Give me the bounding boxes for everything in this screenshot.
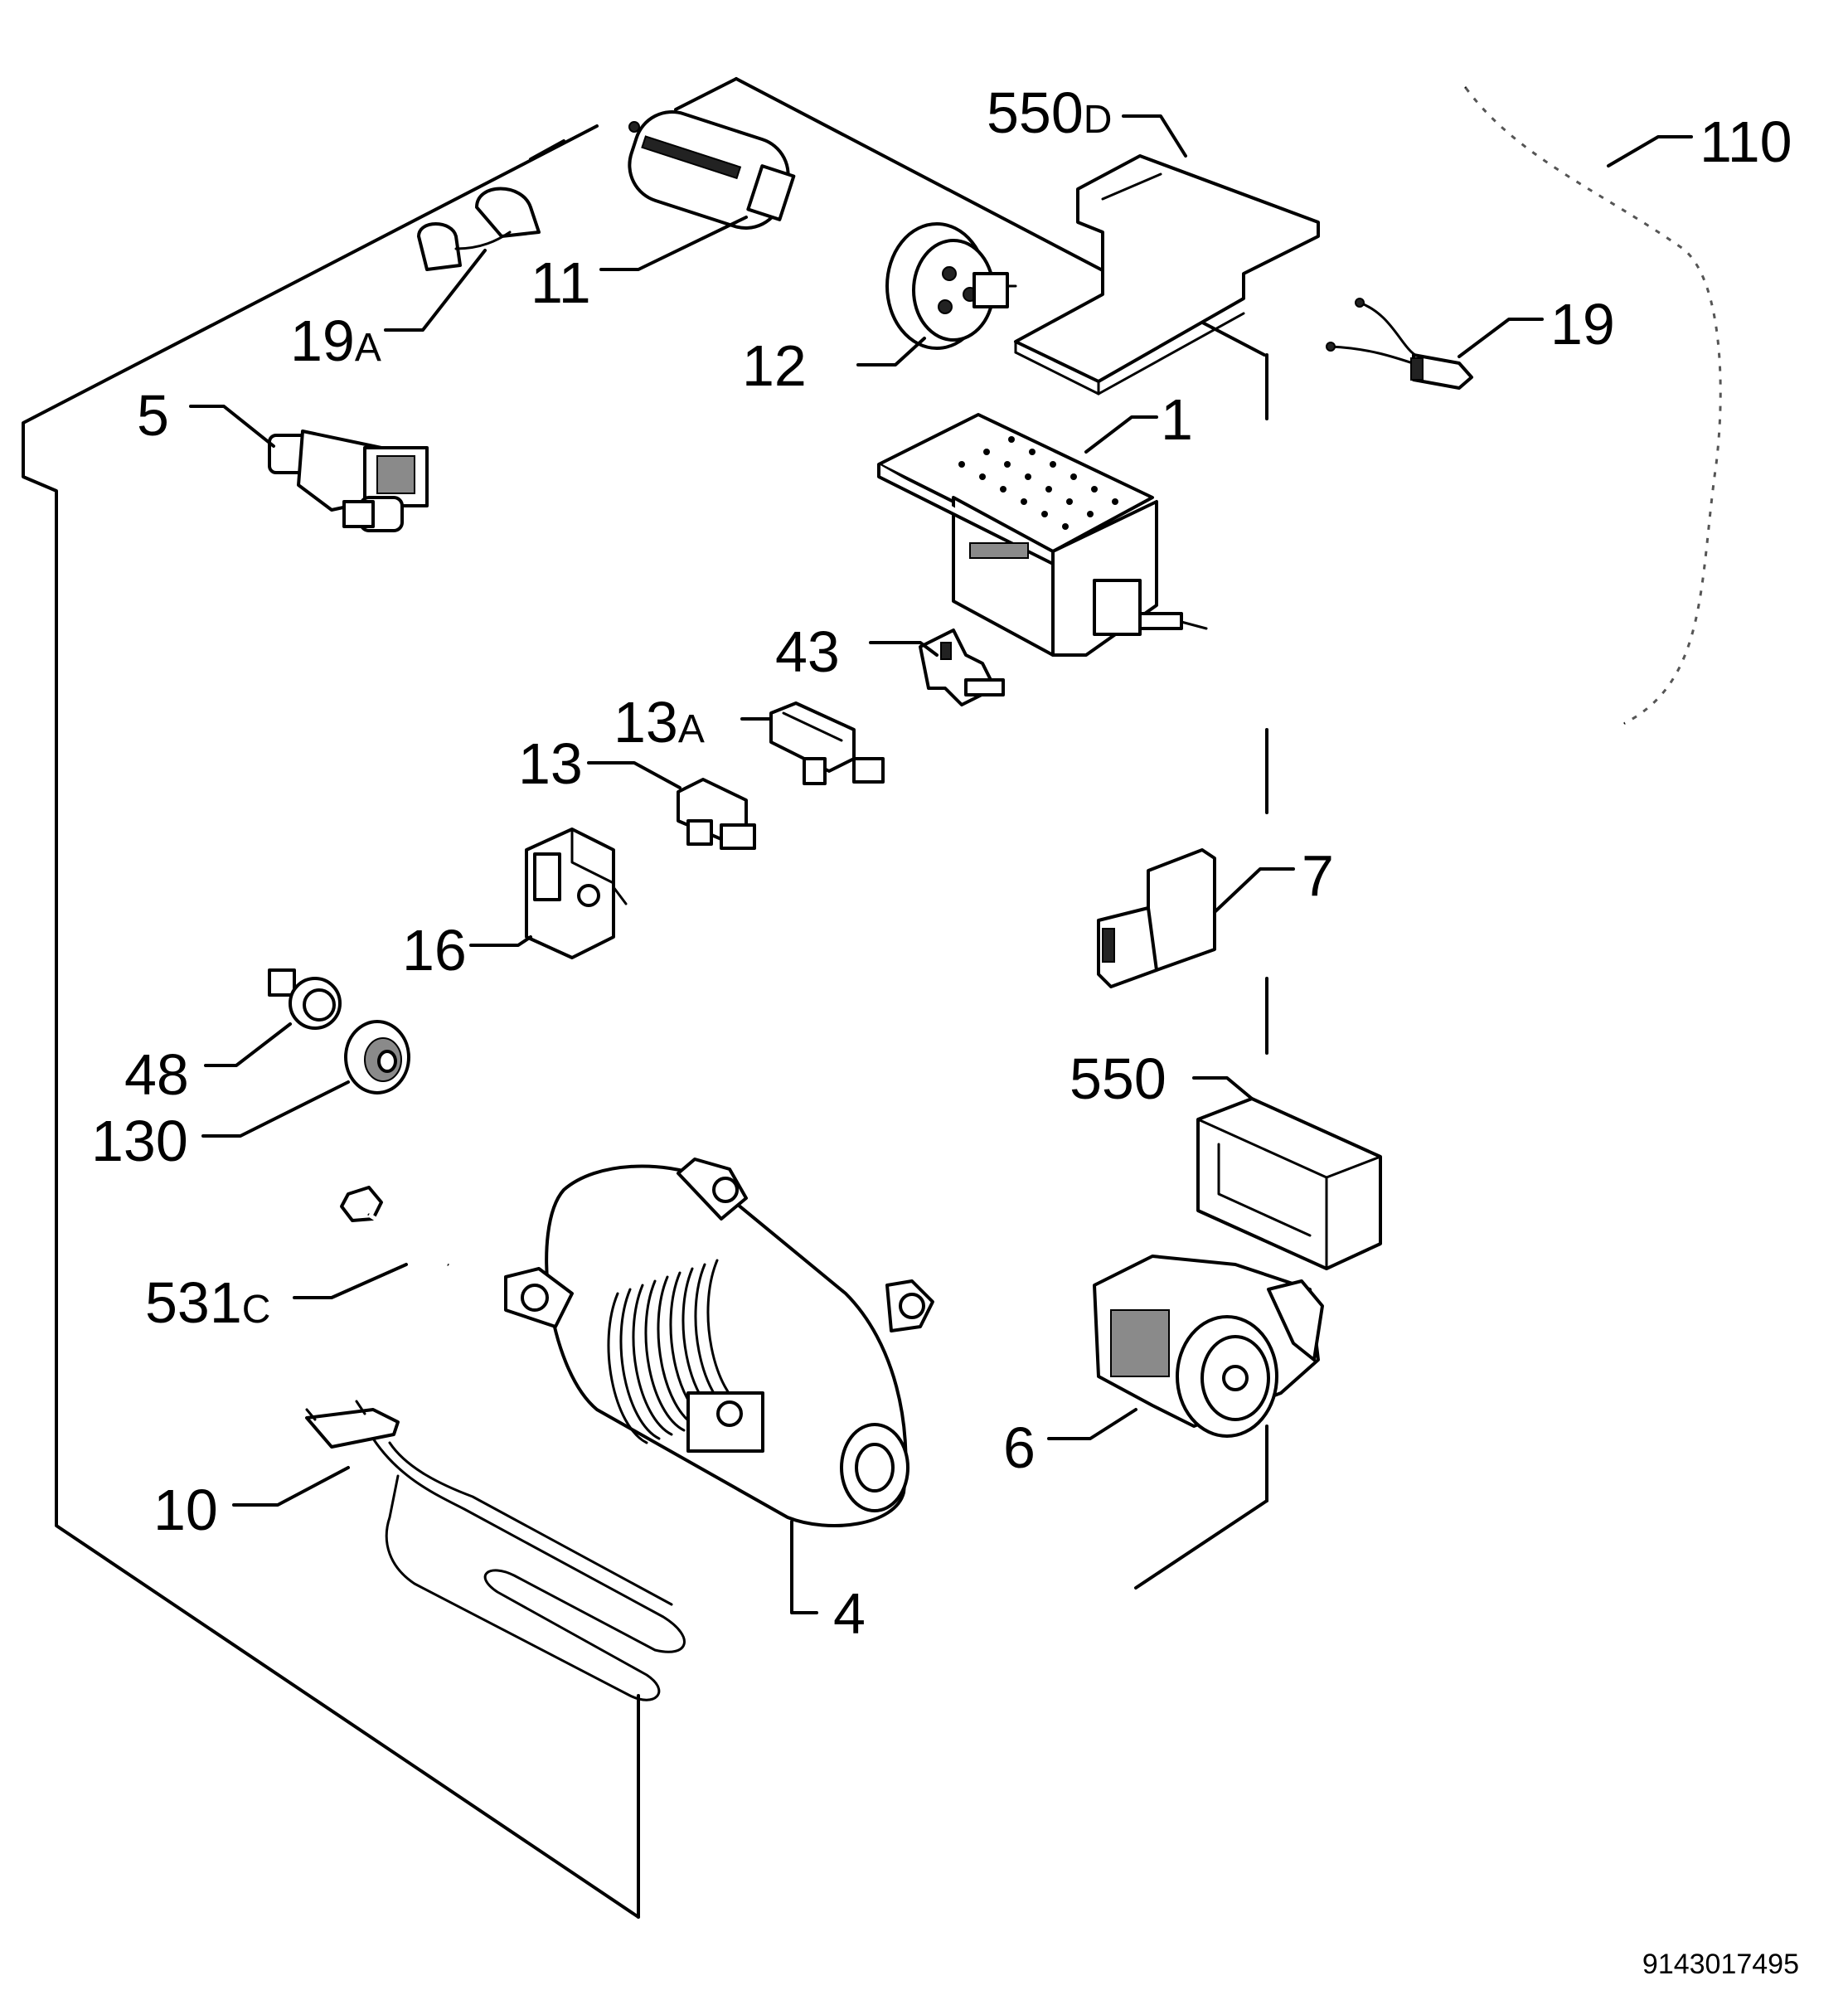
door-interlock-7	[1097, 848, 1216, 988]
label-13: 13	[518, 731, 583, 796]
bracket-550d	[1014, 154, 1320, 396]
cover-box-550	[1196, 1097, 1382, 1270]
document-code: 9143017495	[1642, 1949, 1799, 1980]
connector-13a	[769, 701, 885, 785]
hose-110	[1462, 85, 1724, 726]
label-531c: 531C	[145, 1270, 270, 1335]
label-48: 48	[124, 1042, 189, 1107]
screw-531c	[340, 1186, 449, 1267]
switch-43	[919, 629, 1005, 706]
label-12: 12	[742, 333, 807, 398]
label-1: 1	[1161, 387, 1193, 452]
label-43: 43	[775, 619, 840, 684]
label-10: 10	[153, 1478, 218, 1542]
capacitor-11	[628, 110, 796, 230]
label-11: 11	[531, 250, 591, 315]
pressure-switch-12	[885, 222, 1017, 350]
label-4: 4	[833, 1581, 866, 1646]
callout-labels: 550D 110 11 19A 12 19 5 1 43 13A 13 7 16…	[91, 80, 1792, 1646]
motor-4	[504, 1158, 934, 1527]
label-7: 7	[1302, 843, 1334, 908]
heater-10	[305, 1400, 686, 1701]
sensor-19	[1326, 298, 1473, 390]
lamp-48	[268, 968, 342, 1030]
label-550: 550	[1070, 1046, 1167, 1111]
label-550d: 550D	[987, 80, 1112, 145]
label-5: 5	[137, 383, 169, 448]
programmer-1	[877, 413, 1208, 657]
label-130: 130	[91, 1109, 188, 1173]
label-6: 6	[1003, 1415, 1036, 1480]
label-13a: 13A	[614, 690, 705, 755]
leader-lines	[189, 114, 1693, 1614]
clip-19a	[417, 187, 541, 271]
label-16: 16	[402, 918, 467, 983]
switch-16	[525, 828, 628, 959]
label-110: 110	[1700, 109, 1792, 174]
programmer-vent-holes	[958, 436, 1118, 530]
label-19a: 19A	[290, 308, 381, 373]
drain-pump-6	[1093, 1255, 1324, 1438]
grommet-130	[344, 1020, 410, 1094]
connector-13	[677, 778, 756, 850]
inlet-valve-5	[268, 430, 429, 532]
label-19: 19	[1550, 292, 1615, 357]
